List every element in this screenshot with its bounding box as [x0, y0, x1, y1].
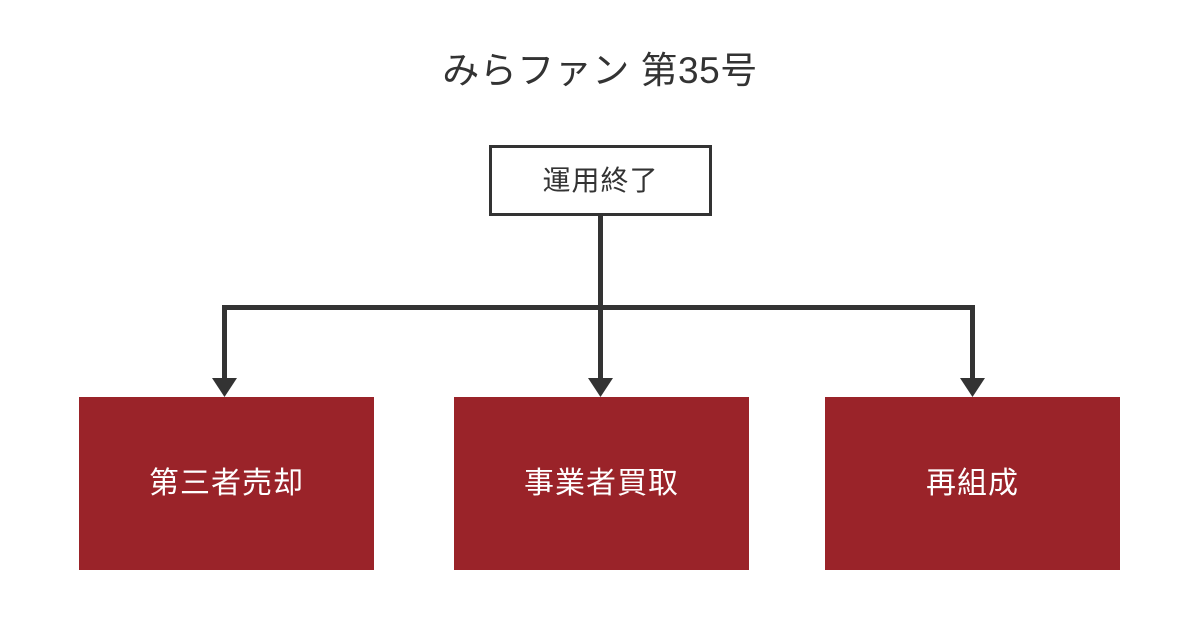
node-leaf-label: 再組成	[926, 466, 1019, 500]
arrowhead-right-icon	[960, 378, 985, 397]
node-leaf-restructure[interactable]: 再組成	[825, 397, 1120, 570]
page-title: みらファン 第35号	[442, 50, 758, 91]
node-leaf-label: 第三者売却	[149, 466, 304, 500]
arrowhead-left-icon	[212, 378, 237, 397]
arrowhead-center-icon	[588, 378, 613, 397]
node-root-label: 運用終了	[542, 164, 659, 196]
node-leaf-operator-buyout[interactable]: 事業者買取	[454, 397, 749, 570]
node-leaf-label: 事業者買取	[524, 466, 679, 500]
node-leaf-third-party-sale[interactable]: 第三者売却	[79, 397, 374, 570]
node-root-operation-end[interactable]: 運用終了	[489, 145, 712, 216]
